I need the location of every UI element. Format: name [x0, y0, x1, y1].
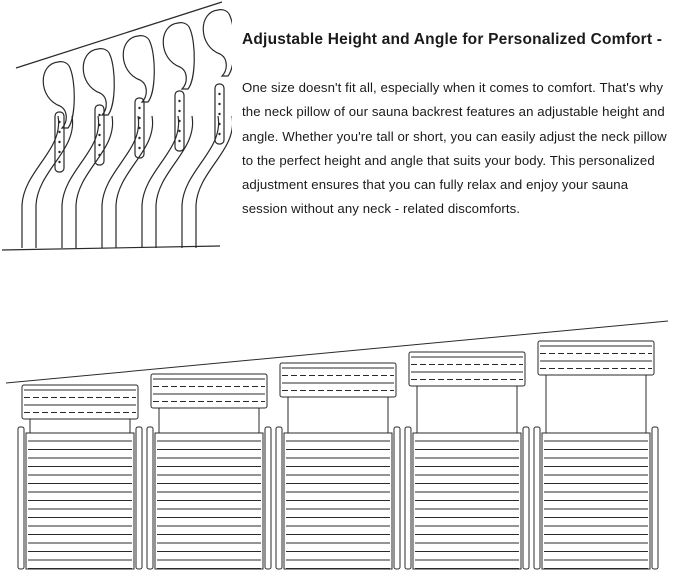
front-unit-2 [146, 373, 272, 570]
front-unit-5 [533, 340, 659, 570]
front-unit-1 [17, 384, 143, 570]
section-description: One size doesn't fit all, especially whe… [242, 80, 667, 217]
section-title: Adjustable Height and Angle for Personal… [242, 31, 663, 48]
side-profile-1 [21, 61, 75, 248]
side-profile-5 [181, 9, 232, 248]
side-profile-4 [141, 22, 195, 248]
front-unit-4 [404, 351, 530, 570]
backrest-side-profile-icon [1, 1, 232, 251]
backrest-front-slats-icon [5, 320, 669, 570]
side-profile-2 [61, 48, 115, 248]
front-unit-3 [275, 362, 401, 570]
side-profile-3 [101, 35, 155, 248]
